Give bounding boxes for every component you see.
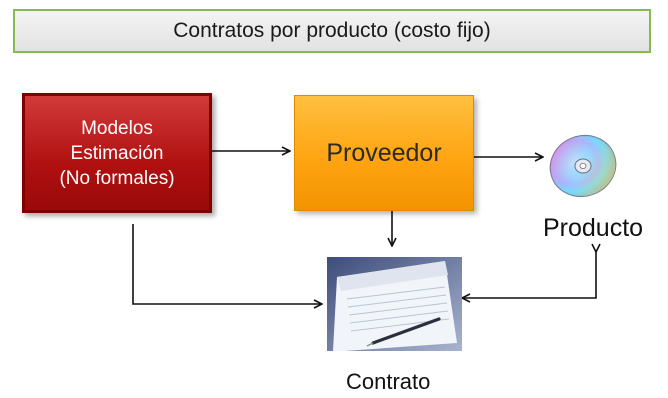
diagram-title: Contratos por producto (costo fijo) [13,9,651,53]
contract-label: Contrato [346,369,431,394]
product-label: Producto [543,214,644,242]
cd-disc-icon [549,135,617,197]
provider-label: Proveedor [326,138,442,167]
arrow-contract-product [462,252,596,298]
models-estimation-box: Modelos Estimación (No formales) [22,93,212,213]
arrow-models-to-contract [132,224,322,304]
diagram-title-text: Contratos por producto (costo fijo) [173,19,491,42]
models-line-3: (No formales) [59,167,175,189]
provider-box: Proveedor [294,95,474,211]
contract-document-icon [327,257,462,351]
models-line-2: Estimación [70,142,164,164]
models-line-1: Modelos [81,117,153,139]
